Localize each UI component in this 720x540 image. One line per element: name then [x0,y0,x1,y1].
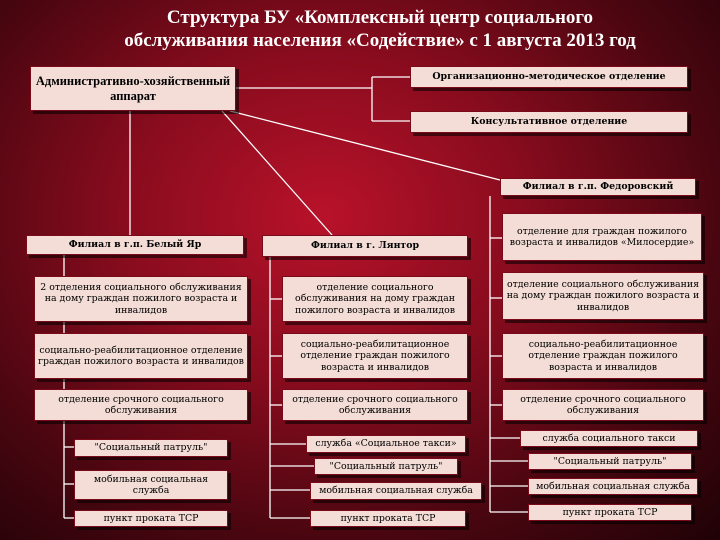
title-line-2: обслуживания населения «Содействие» с 1 … [124,30,636,51]
connector [229,110,501,181]
lyantor-service-taxi[interactable]: служба «Социальное такси» [306,435,466,453]
lyantor-service-mobile[interactable]: мобильная социальная служба [310,482,482,500]
fedorovskiy-urgent[interactable]: отделение срочного социального обслужива… [502,389,704,421]
belyy-yar-service-rental[interactable]: пункт проката ТСР [74,510,228,527]
fedorovskiy-service-mobile[interactable]: мобильная социальная служба [528,478,698,495]
connector [221,110,333,236]
belyy-yar-urgent[interactable]: отделение срочного социального обслужива… [34,389,248,421]
fedorovskiy-service-rental[interactable]: пункт проката ТСР [528,504,692,521]
fedorovskiy-service-taxi[interactable]: служба социального такси [520,430,698,447]
page-title: Структура БУ «Комплексный центр социальн… [60,6,700,52]
admin-box[interactable]: Административно-хозяйственный аппарат [30,66,236,111]
fedorovskiy-service-patrol[interactable]: "Социальный патруль" [528,453,692,470]
lyantor-rehab[interactable]: социально-реабилитационное отделение гра… [282,333,468,379]
lyantor-urgent[interactable]: отделение срочного социального обслужива… [282,389,468,421]
branch-fedorovskiy-box[interactable]: Филиал в г.п. Федоровский [500,178,696,196]
fedorovskiy-elderly-department[interactable]: отделение для граждан пожилого возраста … [502,213,702,261]
belyy-yar-home-service[interactable]: 2 отделения социального обслуживания на … [34,276,248,322]
lyantor-home-service[interactable]: отделение социального обслуживания на до… [282,276,468,322]
title-line-1: Структура БУ «Комплексный центр социальн… [166,7,594,28]
belyy-yar-service-mobile[interactable]: мобильная социальная служба [74,470,228,500]
lyantor-service-rental[interactable]: пункт проката ТСР [310,510,466,527]
lyantor-service-patrol[interactable]: "Социальный патруль" [314,458,458,475]
belyy-yar-service-patrol[interactable]: "Социальный патруль" [74,439,228,457]
fedorovskiy-rehab[interactable]: социально-реабилитационное отделение гра… [502,333,704,379]
methodical-department-box[interactable]: Организационно-методическое отделение [410,66,688,88]
consulting-department-box[interactable]: Консультативное отделение [410,111,688,133]
branch-belyy-yar-box[interactable]: Филиал в г.п. Белый Яр [26,235,244,255]
fedorovskiy-home-service[interactable]: отделение социального обслуживания на до… [502,272,704,320]
branch-lyantor-box[interactable]: Филиал в г. Лянтор [262,235,468,257]
belyy-yar-rehab[interactable]: социально-реабилитационное отделение гра… [34,333,248,379]
